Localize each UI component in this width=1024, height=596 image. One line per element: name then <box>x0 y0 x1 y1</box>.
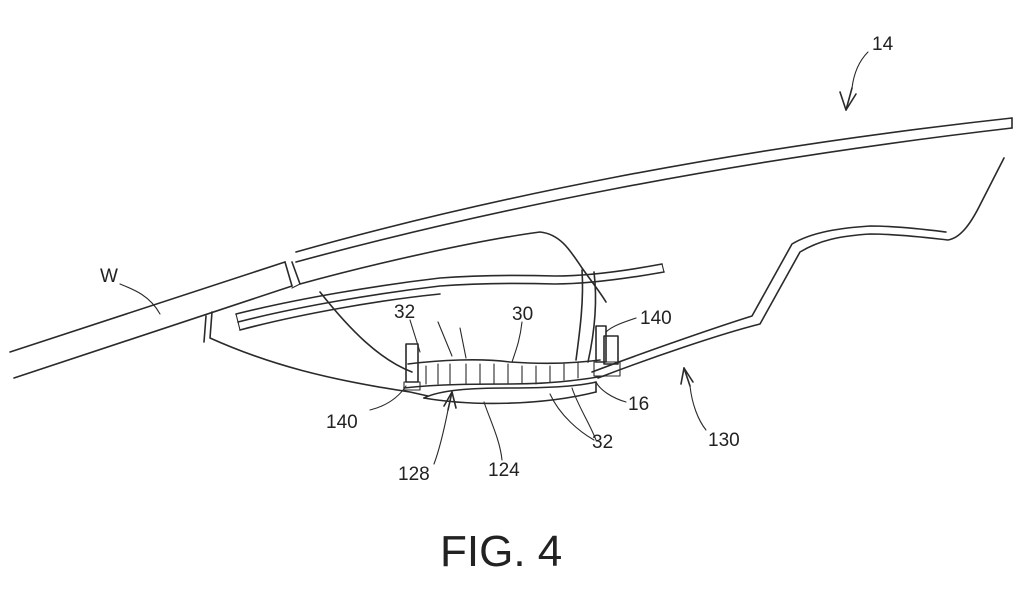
windshield <box>10 262 292 378</box>
inner-reinforcement <box>236 264 664 362</box>
label-32-lower: 32 <box>592 432 613 453</box>
figure-caption: FIG. 4 <box>440 527 562 576</box>
label-16: 16 <box>628 394 649 415</box>
leader-lines <box>120 52 868 464</box>
roof-header-bracket <box>292 232 606 372</box>
roof-panel <box>296 118 1012 262</box>
label-32-upper: 32 <box>394 302 415 323</box>
label-w: W <box>100 266 118 287</box>
label-140-right: 140 <box>640 308 672 329</box>
label-128: 128 <box>398 464 430 485</box>
fastener-clip-left <box>404 344 420 390</box>
label-130: 130 <box>708 430 740 451</box>
fastener-clip-right <box>594 326 620 376</box>
label-124: 124 <box>488 460 520 481</box>
module-housing <box>404 360 604 404</box>
label-140-left: 140 <box>326 412 358 433</box>
label-14: 14 <box>872 34 894 55</box>
label-30: 30 <box>512 304 533 325</box>
